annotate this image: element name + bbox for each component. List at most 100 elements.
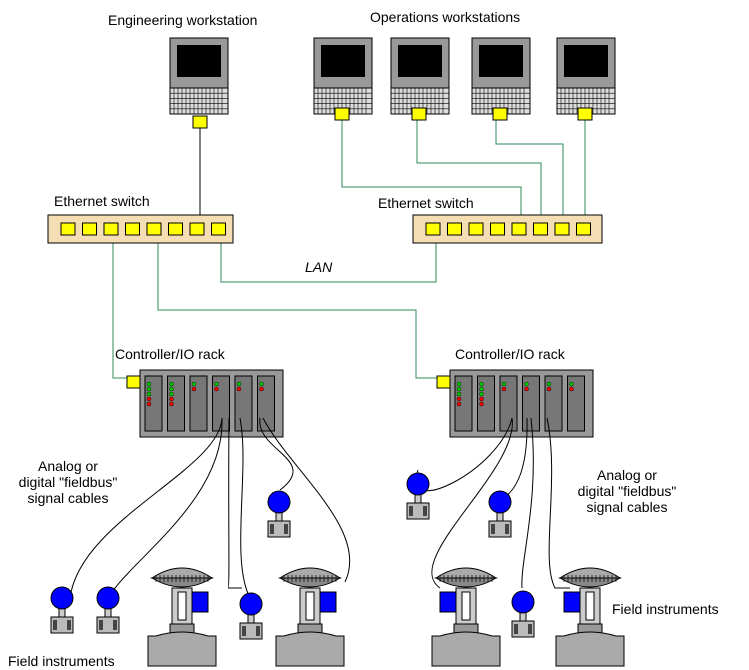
signal-cable-left-1 [69, 417, 223, 599]
signal-cable-left-2 [107, 417, 223, 599]
controller-rack-left-card-1-led [146, 386, 152, 392]
cables-left-line-2: digital "fieldbus" [19, 474, 118, 490]
operations-workstation-2-port [411, 107, 427, 121]
operations-workstation-2-screen [398, 45, 442, 77]
controller-rack-left-card-5-led [236, 381, 242, 387]
cables-right-line-2: digital "fieldbus" [578, 483, 677, 499]
operations-workstation-4-screen [564, 45, 608, 77]
transmitter-left-2-head [96, 586, 120, 610]
controller-rack-left-card-1-led [146, 391, 152, 397]
transmitter-right-2-flange-right [505, 524, 509, 534]
controller-rack-left-card-1-led [146, 396, 152, 402]
control-valve-right-2-actuator-bottom [558, 577, 622, 588]
ethernet-switch-left-port-8 [211, 222, 226, 236]
controller-left-label: Controller/IO rack [115, 346, 226, 362]
transmitter-right-3-flange-left [514, 624, 518, 634]
control-valve-right-2-body [555, 631, 625, 667]
signal-cable-left-4 [239, 417, 251, 599]
controller-rack-right-card-6-led [569, 386, 574, 392]
controller-rack-left-card-2-led [169, 386, 174, 392]
control-valve-left-2 [275, 567, 345, 667]
cables-left-line-1: Analog or [38, 458, 98, 474]
controller-rack-left-card-1-led [146, 381, 152, 387]
ethernet-switch-right-port-7 [554, 222, 570, 236]
signal-cable-right-2 [431, 417, 513, 589]
controller-rack-right-card-5-led [546, 386, 552, 392]
controller-rack-left-card-2-led [169, 401, 174, 407]
transmitter-left-2-flange-right [113, 620, 117, 630]
controller-rack-right-card-5-led [546, 381, 552, 387]
transmitter-left-3 [239, 592, 263, 640]
operations-workstation-3 [471, 37, 531, 115]
transmitter-right-1-head [406, 472, 430, 496]
control-valve-right-1-actuator-bottom [434, 577, 498, 588]
control-valve-right-1-body [431, 631, 501, 667]
transmitter-left-3-head [239, 592, 263, 616]
transmitter-right-2-flange-left [491, 524, 495, 534]
controller-rack-right-card-2-led [479, 396, 484, 402]
operations-workstation-3-port [492, 107, 508, 121]
transmitter-left-4-flange-left [270, 524, 274, 534]
transmitter-left-1-head [50, 586, 74, 610]
transmitter-left-3-flange-left [242, 626, 246, 636]
engineering-workstation-label: Engineering workstation [108, 12, 257, 28]
controller-rack-right-card-4-led [524, 386, 529, 392]
control-valve-left-1-positioner [191, 591, 209, 613]
controller-rack-left-card-6-led [259, 386, 264, 392]
operations-workstation-1-screen [321, 45, 365, 77]
signal-cable-left-3 [227, 417, 242, 589]
cable-ops3 [495, 120, 564, 228]
controller-rack-right-card-1-led [456, 381, 462, 387]
ethernet-switch-right [412, 214, 603, 244]
controller-rack-left-card-3-led [191, 381, 197, 387]
controller-rack-right-card-3-led [501, 381, 507, 387]
controller-rack-right-card-2-led [479, 391, 484, 397]
ethernet-switch-left-label: Ethernet switch [54, 193, 150, 209]
controller-rack-right [436, 369, 594, 438]
ethernet-switch-left-port-2 [82, 222, 97, 236]
control-valve-right-1-actuator-top [434, 567, 498, 579]
control-valve-right-1-positioner [439, 591, 457, 613]
controller-rack-left-card-5-led [236, 386, 242, 392]
ethernet-switch-left-body [47, 214, 234, 244]
transmitter-right-2-head [488, 490, 512, 514]
controller-rack-left-card-1-led [146, 401, 152, 407]
operations-workstation-3-screen [479, 45, 523, 77]
transmitter-left-4-head [267, 490, 291, 514]
transmitter-right-3-flange-right [528, 624, 532, 634]
ethernet-switch-left [47, 214, 234, 244]
controller-rack-left-card-4-led [214, 386, 219, 392]
control-valve-right-2 [555, 567, 625, 667]
controller-rack-left-port [126, 375, 141, 389]
operations-workstation-1-port [334, 107, 350, 121]
control-valve-left-1-actuator-bottom [150, 577, 214, 588]
signal-cables [69, 417, 570, 599]
cable-ops1 [341, 120, 522, 228]
ethernet-switch-left-port-4 [125, 222, 140, 236]
field-instruments-left-label: Field instruments [8, 653, 115, 669]
controller-rack-right-port [436, 375, 451, 389]
controller-rack-right-card-2-led [479, 386, 484, 392]
ethernet-switch-left-port-7 [189, 222, 205, 236]
transmitter-left-2-flange-left [99, 620, 103, 630]
operations-workstation-1 [313, 37, 373, 115]
transmitter-left-3-flange-right [256, 626, 260, 636]
engineering-workstation-keyboard [169, 87, 229, 115]
ethernet-switch-right-port-4 [490, 222, 505, 236]
transmitter-left-1 [50, 586, 74, 634]
ethernet-switch-right-body [412, 214, 603, 244]
ethernet-switch-left-port-6 [168, 222, 183, 236]
control-valve-left-1-body [147, 631, 217, 667]
transmitter-left-1-flange-right [67, 620, 71, 630]
controller-rack-right-card-1-led [456, 391, 462, 397]
engineering-workstation [169, 37, 229, 115]
control-valve-left-2-actuator-top [278, 567, 342, 579]
control-valve-left-1 [147, 567, 217, 667]
controller-rack-left-card-4-led [214, 381, 219, 387]
signal-cable-left-5 [259, 417, 294, 491]
transmitter-left-4-flange-right [284, 524, 288, 534]
cable-ops2 [416, 120, 542, 228]
ethernet-switch-right-label: Ethernet switch [378, 195, 474, 211]
